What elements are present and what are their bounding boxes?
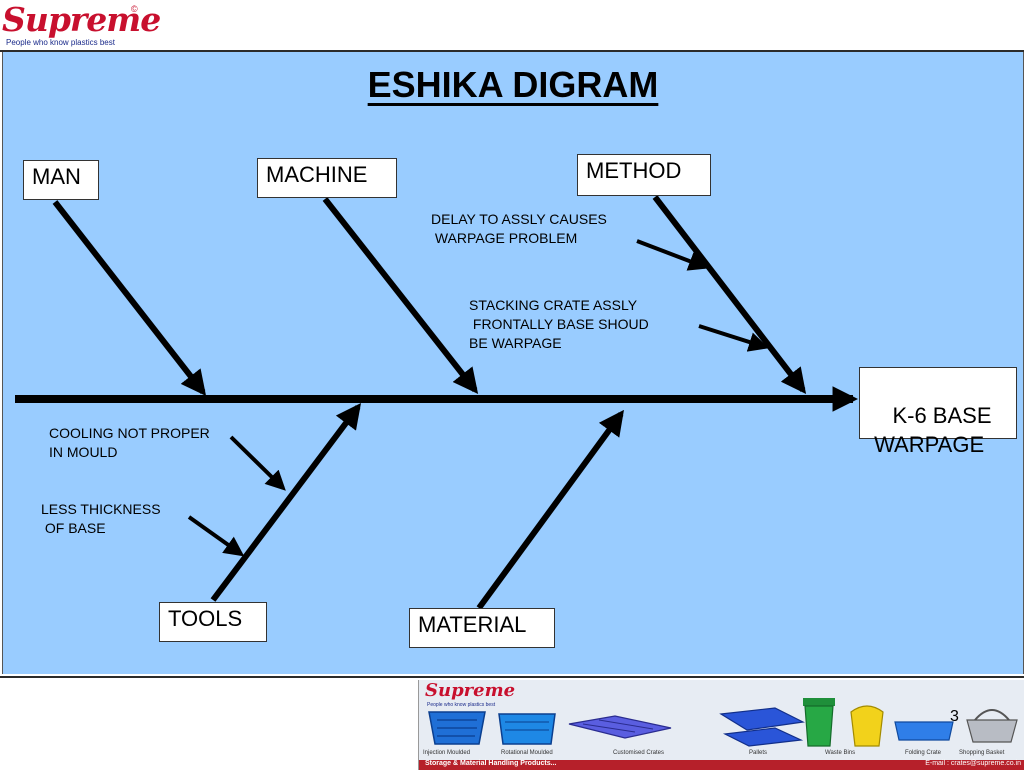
- category-method-label: METHOD: [586, 158, 682, 183]
- diagram-area: ESHIKA DIGRAM MAN MACHINE METHOD: [2, 52, 1024, 674]
- folding-crate-image: [894, 721, 954, 741]
- category-method-box: METHOD: [577, 154, 711, 196]
- banner-strip: Storage & Material Handling Products... …: [419, 760, 1024, 770]
- shopping-basket-image: [966, 709, 1018, 743]
- product-banner: Supreme People who know plastics best: [418, 680, 1024, 770]
- yellow-waste-bin-image: [850, 705, 884, 747]
- fishbone-lines: [15, 195, 859, 610]
- product-label-customised: Customised Crates: [613, 750, 665, 756]
- product-label-folding: Folding Crate: [905, 750, 942, 756]
- page-number: 3: [950, 708, 959, 725]
- category-material-label: MATERIAL: [418, 612, 527, 637]
- tools-cause-1-arrow: [229, 435, 286, 491]
- method-bone: [652, 195, 807, 394]
- tools-bone: [210, 402, 362, 602]
- diagram-title-text: ESHIKA DIGRAM: [367, 64, 659, 105]
- tools-cause-2-arrow: [187, 515, 245, 557]
- slide-header: Supreme © People who know plastics best: [0, 0, 1024, 52]
- category-material-box: MATERIAL: [409, 608, 555, 648]
- method-cause-1-arrow: [636, 239, 709, 271]
- customised-crates-image: [568, 715, 672, 739]
- category-machine-label: MACHINE: [266, 162, 368, 187]
- product-label-pallets: Pallets: [749, 750, 768, 756]
- effect-label: K-6 BASE WARPAGE: [874, 403, 992, 457]
- machine-bone: [322, 197, 479, 394]
- supreme-logo: Supreme © People who know plastics best: [2, 0, 161, 48]
- product-label-basket: Shopping Basket: [959, 750, 1005, 756]
- product-label-injection: Injection Moulded: [423, 750, 471, 756]
- method-cause-2-arrow: [698, 324, 769, 352]
- method-cause-2: STACKING CRATE ASSLY FRONTALLY BASE SHOU…: [469, 297, 649, 351]
- logo-wordmark: Supreme: [2, 0, 161, 39]
- effect-box: K-6 BASE WARPAGE: [859, 367, 1017, 457]
- category-machine-box: MACHINE: [257, 158, 397, 198]
- logo-copyright-mark: ©: [131, 4, 138, 14]
- category-man-box: MAN: [23, 160, 99, 200]
- product-label-rotational: Rotational Moulded: [501, 750, 553, 756]
- diagram-title: ESHIKA DIGRAM: [3, 64, 1023, 106]
- product-label-waste-bins: Waste Bins: [825, 750, 856, 756]
- tools-cause-1: COOLING NOT PROPER IN MOULD: [49, 425, 210, 460]
- injection-crate-image: [428, 711, 486, 745]
- banner-email: E-mail : crates@supreme.co.in: [925, 760, 1021, 767]
- tools-cause-2: LESS THICKNESS OF BASE: [41, 501, 161, 536]
- logo-tagline: People who know plastics best: [6, 38, 115, 47]
- slide-footer: Supreme People who know plastics best: [0, 676, 1024, 770]
- category-tools-label: TOOLS: [168, 606, 243, 631]
- green-waste-bin-image: [803, 698, 835, 747]
- method-cause-1: DELAY TO ASSLY CAUSES WARPAGE PROBLEM: [431, 211, 607, 246]
- man-bone: [52, 200, 207, 396]
- banner-strip-text: Storage & Material Handling Products...: [425, 760, 557, 767]
- material-bone: [476, 409, 624, 610]
- banner-tagline: People who know plastics best: [427, 702, 496, 708]
- pallets-image: [719, 707, 805, 747]
- rotational-crate-image: [498, 713, 556, 745]
- category-man-label: MAN: [32, 164, 81, 189]
- category-tools-box: TOOLS: [159, 602, 267, 642]
- banner-logo: Supreme: [425, 680, 516, 701]
